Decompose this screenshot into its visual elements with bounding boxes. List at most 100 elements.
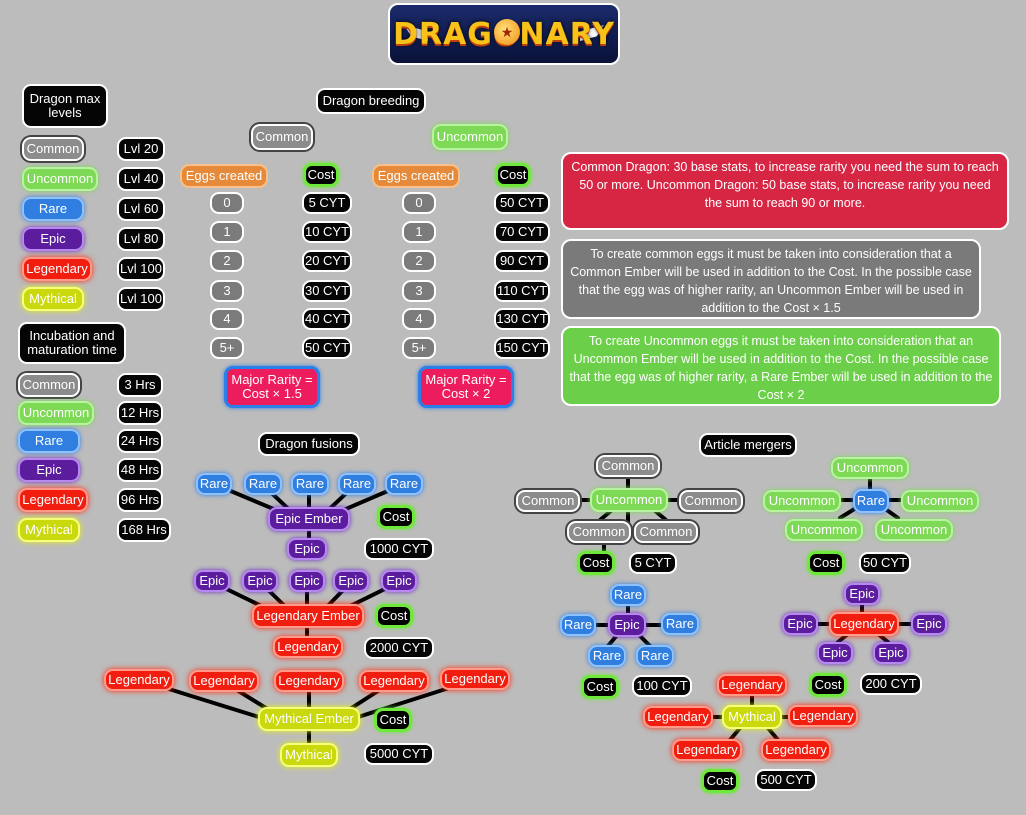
fusion-result: Mythical	[280, 743, 338, 767]
incubation-time: 3 Hrs	[117, 373, 163, 397]
dragon-ball-icon: ★	[494, 19, 520, 45]
eggs-created-label: Eggs created	[372, 164, 460, 188]
fusion-input: Legendary	[189, 670, 259, 692]
fusion-input: Rare	[385, 473, 423, 495]
eggs-count: 0	[402, 192, 436, 214]
breeding-cost: 70 CYT	[494, 221, 550, 243]
merger-input: Epic	[911, 613, 947, 635]
breeding-cost: 90 CYT	[494, 250, 550, 272]
breeding-cost: 130 CYT	[494, 308, 550, 330]
incubation-time: 48 Hrs	[117, 458, 163, 482]
merger-input: Legendary	[788, 705, 858, 727]
eggs-count: 5+	[402, 337, 436, 359]
merger-input: Uncommon	[763, 490, 841, 512]
eggs-created-label: Eggs created	[180, 164, 268, 188]
eggs-count: 2	[402, 250, 436, 272]
fusion-result: Legendary	[273, 636, 343, 658]
merger-input: Rare	[636, 645, 674, 667]
fusion-cost: 2000 CYT	[364, 637, 434, 659]
max-level-value: Lvl 80	[117, 227, 165, 251]
fusion-cost: 1000 CYT	[364, 538, 434, 560]
incubation-rarity: Uncommon	[18, 401, 94, 425]
eggs-count: 1	[402, 221, 436, 243]
cost-label: Cost	[495, 163, 531, 187]
fusion-ember: Legendary Ember	[252, 604, 364, 628]
cost-label: Cost	[303, 163, 339, 187]
fusion-input: Legendary	[440, 668, 510, 690]
merger-input: Epic	[817, 642, 853, 664]
merger-input: Rare	[560, 614, 596, 636]
merger-input: Uncommon	[785, 519, 863, 541]
connector-line	[766, 726, 780, 742]
max-levels-title: Dragon max levels	[22, 84, 108, 128]
mergers-title: Article mergers	[699, 433, 797, 457]
eggs-count: 3	[402, 280, 436, 302]
incubation-rarity: Common	[18, 373, 80, 397]
breeding-cost: 5 CYT	[302, 192, 352, 214]
incubation-title: Incubation and maturation time	[18, 322, 126, 364]
fusion-cost-label: Cost	[374, 708, 412, 732]
fusion-input: Epic	[289, 570, 325, 592]
merger-input: Legendary	[672, 739, 742, 761]
dragonary-logo: DRAGONARY ★	[388, 3, 620, 65]
eggs-count: 5+	[210, 337, 244, 359]
fusion-cost-label: Cost	[377, 505, 415, 529]
breeding-group-title: Uncommon	[432, 124, 508, 150]
fusion-input: Rare	[338, 473, 376, 495]
max-level-rarity: Mythical	[22, 287, 84, 311]
max-level-rarity: Epic	[22, 227, 84, 251]
eggs-count: 0	[210, 192, 244, 214]
fusion-input: Epic	[242, 570, 278, 592]
incubation-rarity: Mythical	[18, 518, 80, 542]
fusion-input: Rare	[244, 473, 282, 495]
merger-center: Legendary	[829, 612, 899, 636]
merger-input: Common	[567, 521, 631, 543]
merger-center: Epic	[608, 613, 646, 637]
fusion-input: Epic	[381, 570, 417, 592]
merger-input: Rare	[610, 584, 646, 606]
merger-input: Epic	[844, 583, 880, 605]
max-level-value: Lvl 100	[117, 257, 165, 281]
incubation-rarity: Rare	[18, 429, 80, 453]
fusion-ember: Epic Ember	[268, 507, 350, 531]
connector-line	[838, 506, 858, 520]
breeding-group-title: Common	[251, 124, 313, 150]
merger-input: Legendary	[717, 674, 787, 696]
eggs-count: 1	[210, 221, 244, 243]
fusion-ember: Mythical Ember	[258, 707, 360, 731]
fusion-input: Rare	[196, 473, 232, 495]
breeding-cost: 20 CYT	[302, 250, 352, 272]
major-rarity-note: Major Rarity = Cost × 1.5	[224, 366, 320, 408]
max-level-rarity: Uncommon	[22, 167, 98, 191]
breeding-cost: 40 CYT	[302, 308, 352, 330]
merger-input: Common	[634, 521, 698, 543]
merger-cost-label: Cost	[807, 551, 845, 575]
breeding-cost: 30 CYT	[302, 280, 352, 302]
fusion-input: Legendary	[359, 670, 429, 692]
max-level-rarity: Rare	[22, 197, 84, 221]
incubation-time: 96 Hrs	[117, 488, 163, 512]
merger-input: Uncommon	[875, 519, 953, 541]
fusion-input: Rare	[291, 473, 329, 495]
fusion-result: Epic	[287, 538, 327, 560]
eggs-count: 3	[210, 280, 244, 302]
merger-cost: 500 CYT	[755, 769, 817, 791]
merger-cost: 50 CYT	[859, 552, 911, 574]
merger-cost: 100 CYT	[632, 675, 692, 697]
info-note: To create common eggs it must be taken i…	[561, 239, 981, 319]
merger-input: Common	[679, 490, 743, 512]
merger-input: Epic	[782, 613, 818, 635]
fusion-cost-label: Cost	[375, 604, 413, 628]
fusion-input: Legendary	[274, 670, 344, 692]
merger-center: Mythical	[722, 705, 782, 729]
merger-input: Legendary	[643, 706, 713, 728]
breeding-cost: 50 CYT	[302, 337, 352, 359]
fusion-input: Legendary	[104, 669, 174, 691]
merger-input: Uncommon	[831, 457, 909, 479]
info-note: To create Uncommon eggs it must be taken…	[561, 326, 1001, 406]
merger-cost-label: Cost	[809, 673, 847, 697]
max-level-rarity: Common	[22, 137, 84, 161]
merger-center: Rare	[853, 489, 889, 513]
fusion-input: Epic	[333, 570, 369, 592]
eggs-count: 2	[210, 250, 244, 272]
